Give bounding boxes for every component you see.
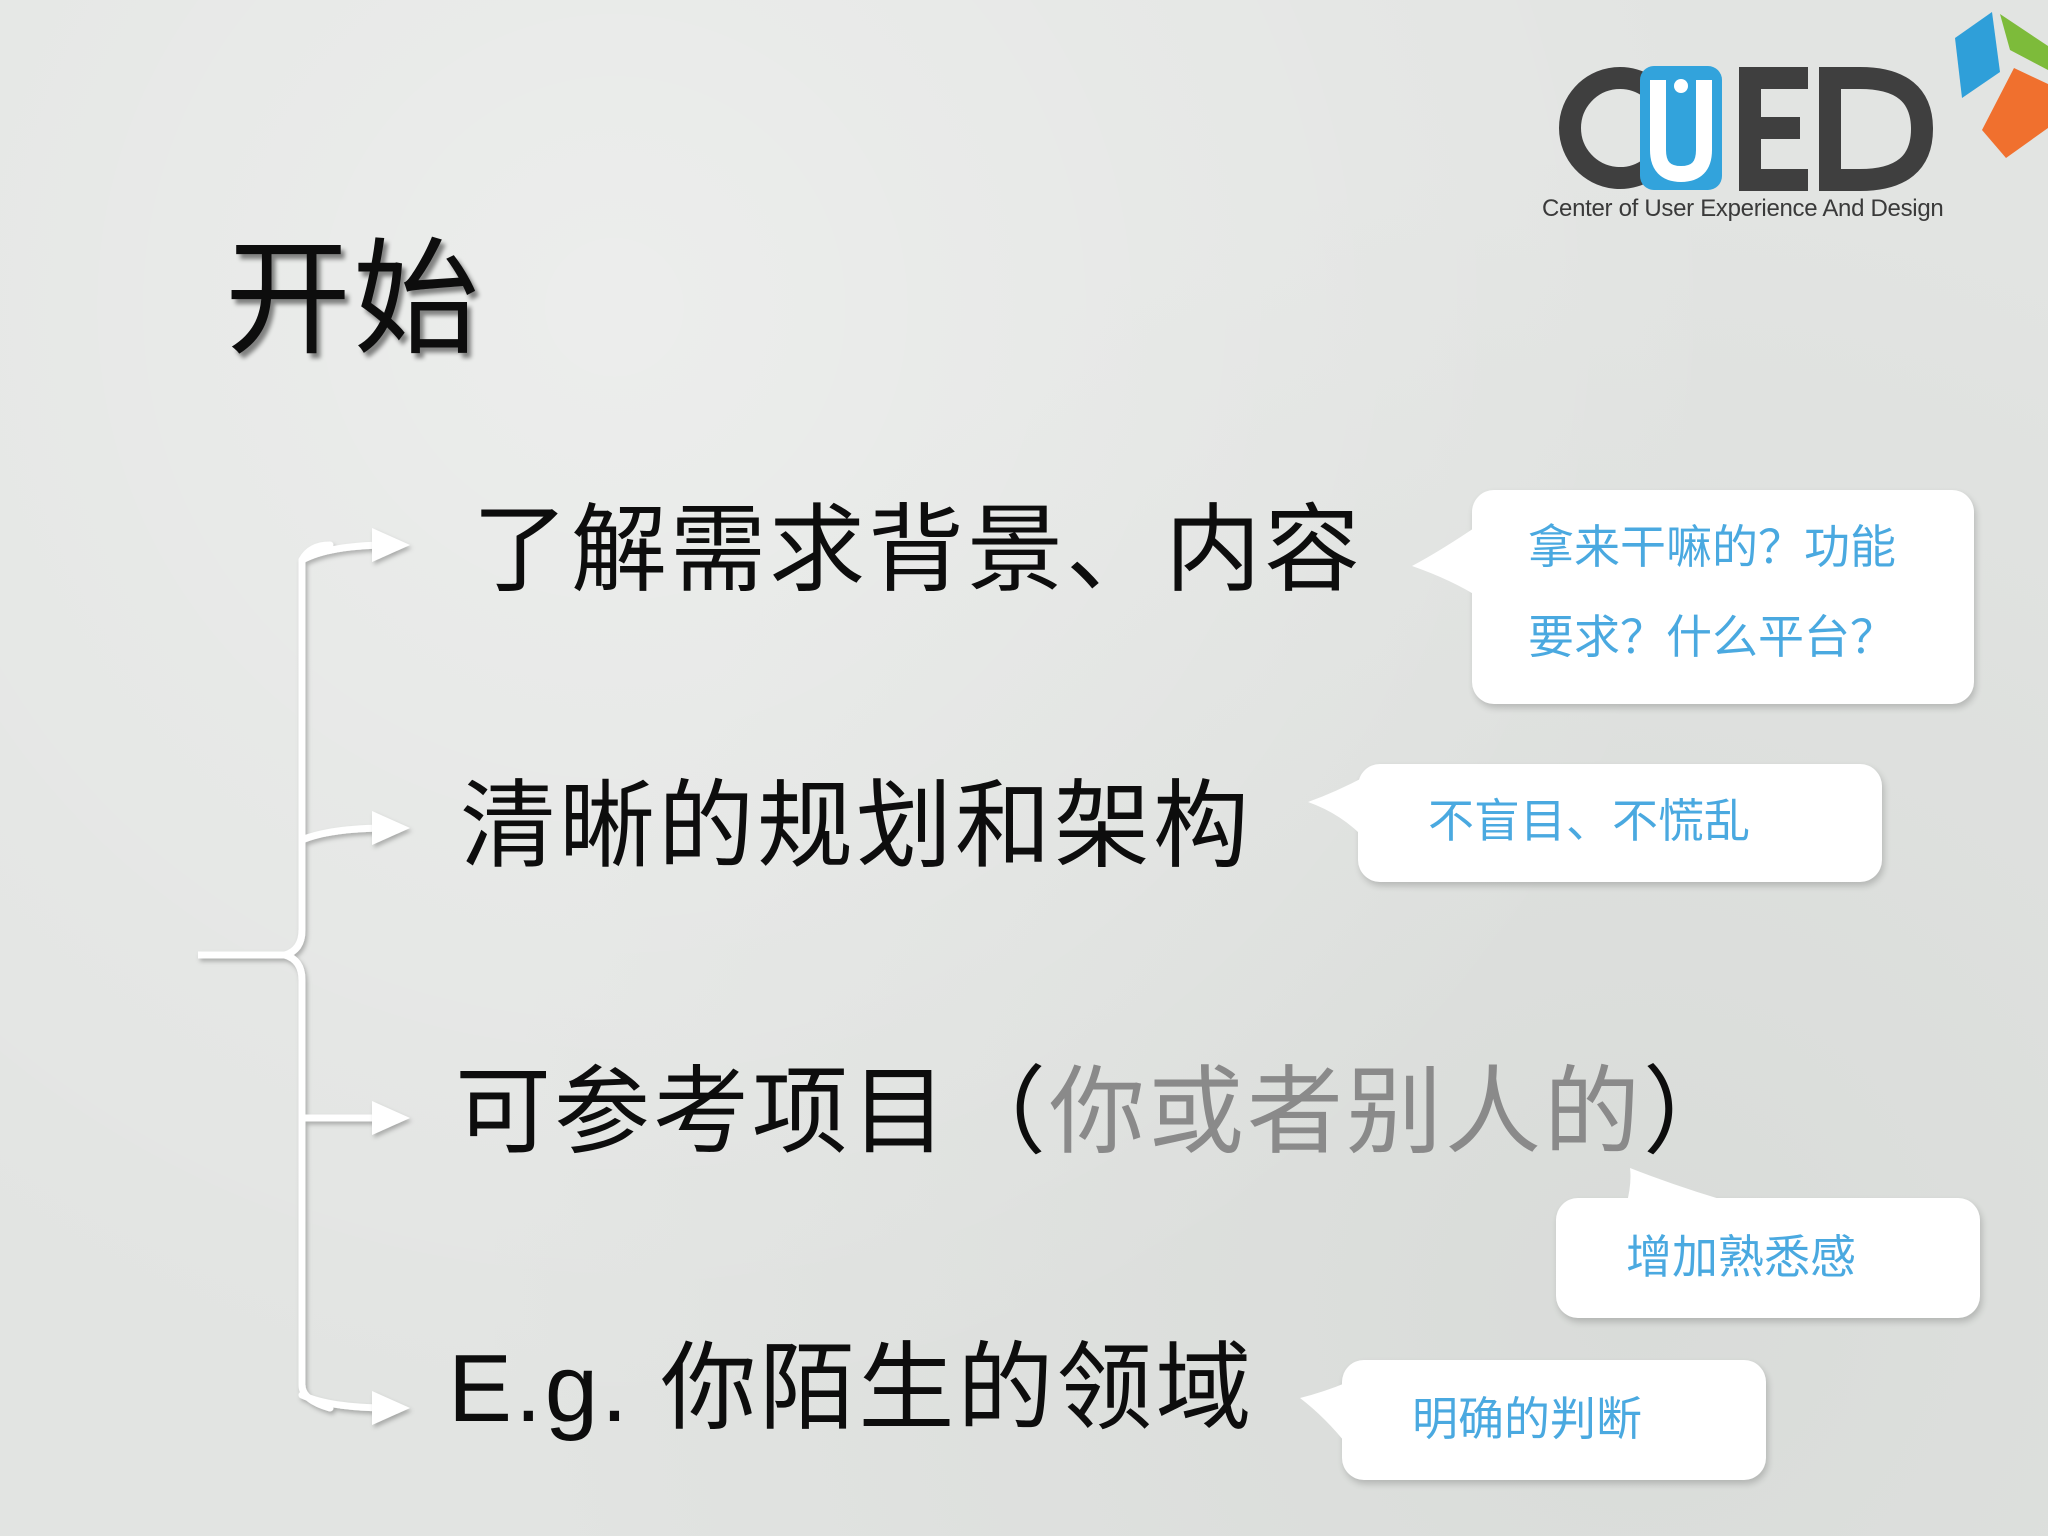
bubble-4-line-1: 明确的判断 (1412, 1392, 1642, 1446)
arrow-head-4 (372, 1391, 410, 1425)
item-4-prefix: E.g. (448, 1335, 661, 1442)
item-3-muted: 你或者别人的 (1049, 1056, 1643, 1168)
item-3-main: 可参考项目（ (455, 1056, 1049, 1168)
logo-tagline: Center of User Experience And Design (1542, 195, 1944, 222)
bubble-tail-1 (1412, 524, 1480, 598)
item-2-text: 清晰的规划和架构 (460, 770, 1252, 882)
callout-bubble-2: 不盲目、不慌乱 (1308, 764, 1882, 882)
callout-bubble-4: 明确的判断 (1300, 1360, 1766, 1480)
item-1-text: 了解需求背景、内容 (472, 494, 1363, 606)
item-3-close: ） (1643, 1056, 1742, 1168)
bubble-2-line-1: 不盲目、不慌乱 (1428, 794, 1750, 848)
bubble-tail-2 (1308, 776, 1366, 840)
slide-title: 开始 (225, 226, 481, 373)
callout-bubble-3: 增加熟悉感 (1556, 1168, 1980, 1318)
bubble-1-line-1: 拿来干嘛的？功能 (1528, 520, 1896, 574)
item-4-main: 你陌生的领域 (660, 1332, 1255, 1444)
arrow-head-2 (372, 811, 410, 845)
bubble-1-line-2: 要求？什么平台？ (1528, 610, 1896, 664)
cube-logo-icon (1559, 12, 2048, 191)
bubble-3-line-1: 增加熟悉感 (1626, 1230, 1856, 1284)
bubble-tail-3 (1626, 1168, 1744, 1206)
cued-logo: Center of User Experience And Design (1530, 10, 2048, 230)
callout-bubble-1: 拿来干嘛的？功能 要求？什么平台？ (1412, 490, 1974, 704)
item-3-text: 可参考项目（你或者别人的） (455, 1052, 1742, 1172)
arrow-head-3 (372, 1101, 410, 1135)
bubble-tail-4 (1300, 1382, 1348, 1446)
item-4-text: E.g. 你陌生的领域 (448, 1328, 1254, 1449)
arrow-head-1 (372, 528, 410, 562)
